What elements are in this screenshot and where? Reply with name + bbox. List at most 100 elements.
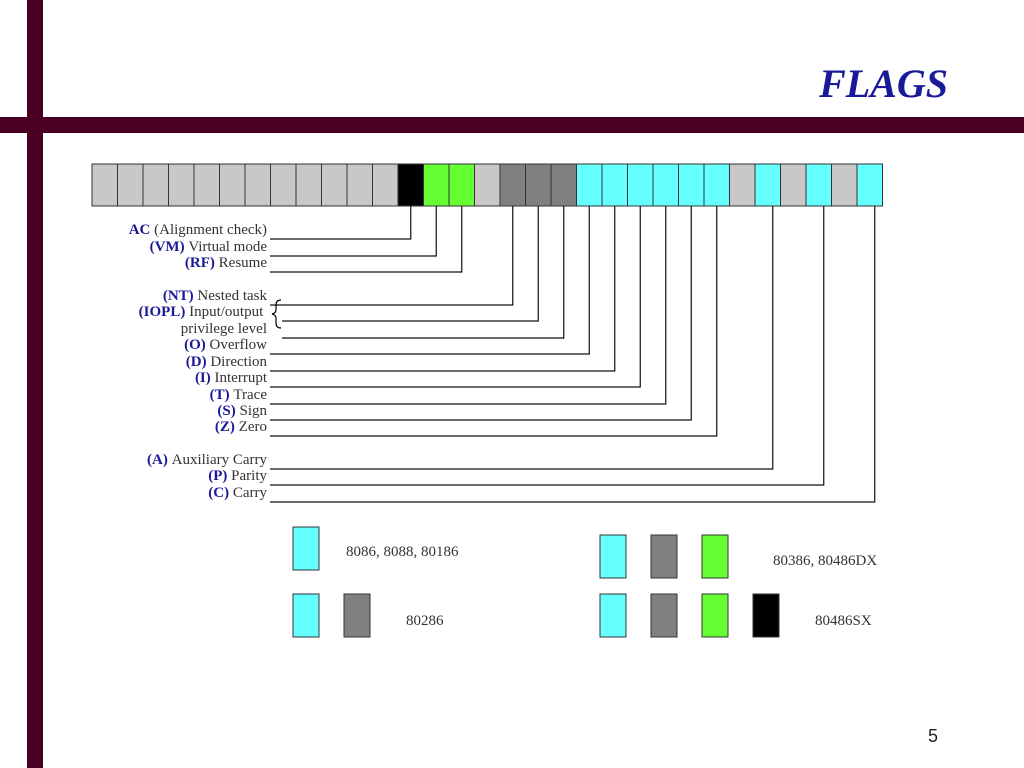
flag-abbr: (T) <box>210 387 234 403</box>
flag-label: (NT) Nested task <box>163 288 268 304</box>
register-bit <box>805 163 832 207</box>
legend-swatch <box>650 593 678 638</box>
connector-line <box>270 206 514 306</box>
flag-desc: privilege level <box>181 321 267 337</box>
horizontal-accent-bar <box>0 117 1024 133</box>
vertical-accent-bar <box>27 0 43 768</box>
flag-desc: Zero <box>239 419 267 435</box>
flag-label: (RF) Resume <box>185 255 267 271</box>
iopl-brace <box>271 299 282 329</box>
legend-swatch <box>599 593 627 638</box>
register-bit <box>423 163 450 207</box>
slide-title: FLAGS <box>818 61 948 106</box>
connector-line <box>270 206 692 421</box>
legend-swatch <box>292 526 320 571</box>
register-bit <box>270 163 297 207</box>
register-bit <box>142 163 169 207</box>
flag-desc: Input/output <box>189 304 267 320</box>
flag-desc: Virtual mode <box>188 239 267 255</box>
register-bit <box>346 163 373 207</box>
flag-desc: Carry <box>233 485 268 501</box>
flag-abbr: (NT) <box>163 288 198 304</box>
connector-line <box>270 206 641 388</box>
connector-line <box>282 206 539 322</box>
register-bit <box>193 163 220 207</box>
flag-label: (S) Sign <box>217 403 267 419</box>
flag-desc: Parity <box>231 468 267 484</box>
connector-line <box>270 206 876 503</box>
flag-desc: Auxiliary Carry <box>172 452 268 468</box>
register-bit <box>780 163 807 207</box>
flag-abbr: (C) <box>208 485 233 501</box>
flag-label: (I) Interrupt <box>195 370 268 386</box>
register-bit <box>244 163 271 207</box>
legend-swatch <box>701 593 729 638</box>
flag-desc: Sign <box>239 403 267 419</box>
flag-label: (A) Auxiliary Carry <box>147 452 267 468</box>
flag-abbr: (IOPL) <box>139 304 189 320</box>
register-bit <box>321 163 348 207</box>
flag-label: (C) Carry <box>208 485 267 501</box>
legend-swatch <box>701 534 729 579</box>
connector-line <box>270 206 412 240</box>
register-bit <box>474 163 501 207</box>
legend-label: 80386, 80486DX <box>773 553 877 569</box>
register-bit <box>729 163 756 207</box>
flag-abbr: (Z) <box>215 419 239 435</box>
legend-label: 80286 <box>406 613 444 629</box>
flag-labels: AC (Alignment check)(VM) Virtual mode(RF… <box>129 222 268 501</box>
flag-abbr: (S) <box>217 403 239 419</box>
flag-label: (IOPL) Input/output <box>139 304 267 320</box>
flag-desc: Direction <box>210 354 267 370</box>
legend-swatch <box>343 593 371 638</box>
legend-swatch <box>292 593 320 638</box>
flag-desc: (Alignment check) <box>154 222 267 238</box>
register-bit <box>550 163 577 207</box>
flag-abbr: (RF) <box>185 255 219 271</box>
connector-line <box>270 206 590 355</box>
register-bit <box>168 163 195 207</box>
legend-swatch <box>752 593 780 638</box>
flags-register <box>91 163 883 207</box>
flag-label: AC (Alignment check) <box>129 222 267 238</box>
register-bit <box>856 163 883 207</box>
flag-label: (VM) Virtual mode <box>150 239 268 255</box>
register-bit <box>678 163 705 207</box>
flag-desc: Overflow <box>210 337 268 353</box>
connector-line <box>270 206 825 486</box>
connector-line <box>282 206 565 339</box>
register-bit <box>91 163 118 207</box>
register-bit <box>576 163 603 207</box>
register-bit <box>525 163 552 207</box>
connector-line <box>270 206 437 257</box>
flag-desc: Trace <box>233 387 267 403</box>
flag-label: (O) Overflow <box>184 337 267 353</box>
register-bit <box>831 163 858 207</box>
connector-line <box>270 206 463 273</box>
processor-legend: 8086, 8088, 80186 80386, 80486DX 80286 8048… <box>292 526 877 638</box>
flag-desc: Nested task <box>197 288 267 304</box>
connector-line <box>270 206 718 437</box>
flag-abbr: (VM) <box>150 239 189 255</box>
flag-abbr: (I) <box>195 370 215 386</box>
flag-abbr: (P) <box>208 468 231 484</box>
register-bit <box>627 163 654 207</box>
flag-abbr: (A) <box>147 452 172 468</box>
flag-label: (T) Trace <box>210 387 268 403</box>
flag-abbr: AC <box>129 222 154 238</box>
flag-desc: Interrupt <box>215 370 268 386</box>
register-bit <box>372 163 399 207</box>
legend-swatch <box>599 534 627 579</box>
register-bit <box>117 163 144 207</box>
flag-abbr: (O) <box>184 337 209 353</box>
register-bit <box>652 163 679 207</box>
flag-label: (D) Direction <box>186 354 268 370</box>
legend-label: 80486SX <box>815 613 872 629</box>
register-bit <box>448 163 475 207</box>
legend-label: 8086, 8088, 80186 <box>346 544 459 560</box>
register-bit <box>703 163 730 207</box>
register-bit <box>295 163 322 207</box>
flag-label: privilege level <box>181 321 267 337</box>
flag-desc: Resume <box>219 255 268 271</box>
